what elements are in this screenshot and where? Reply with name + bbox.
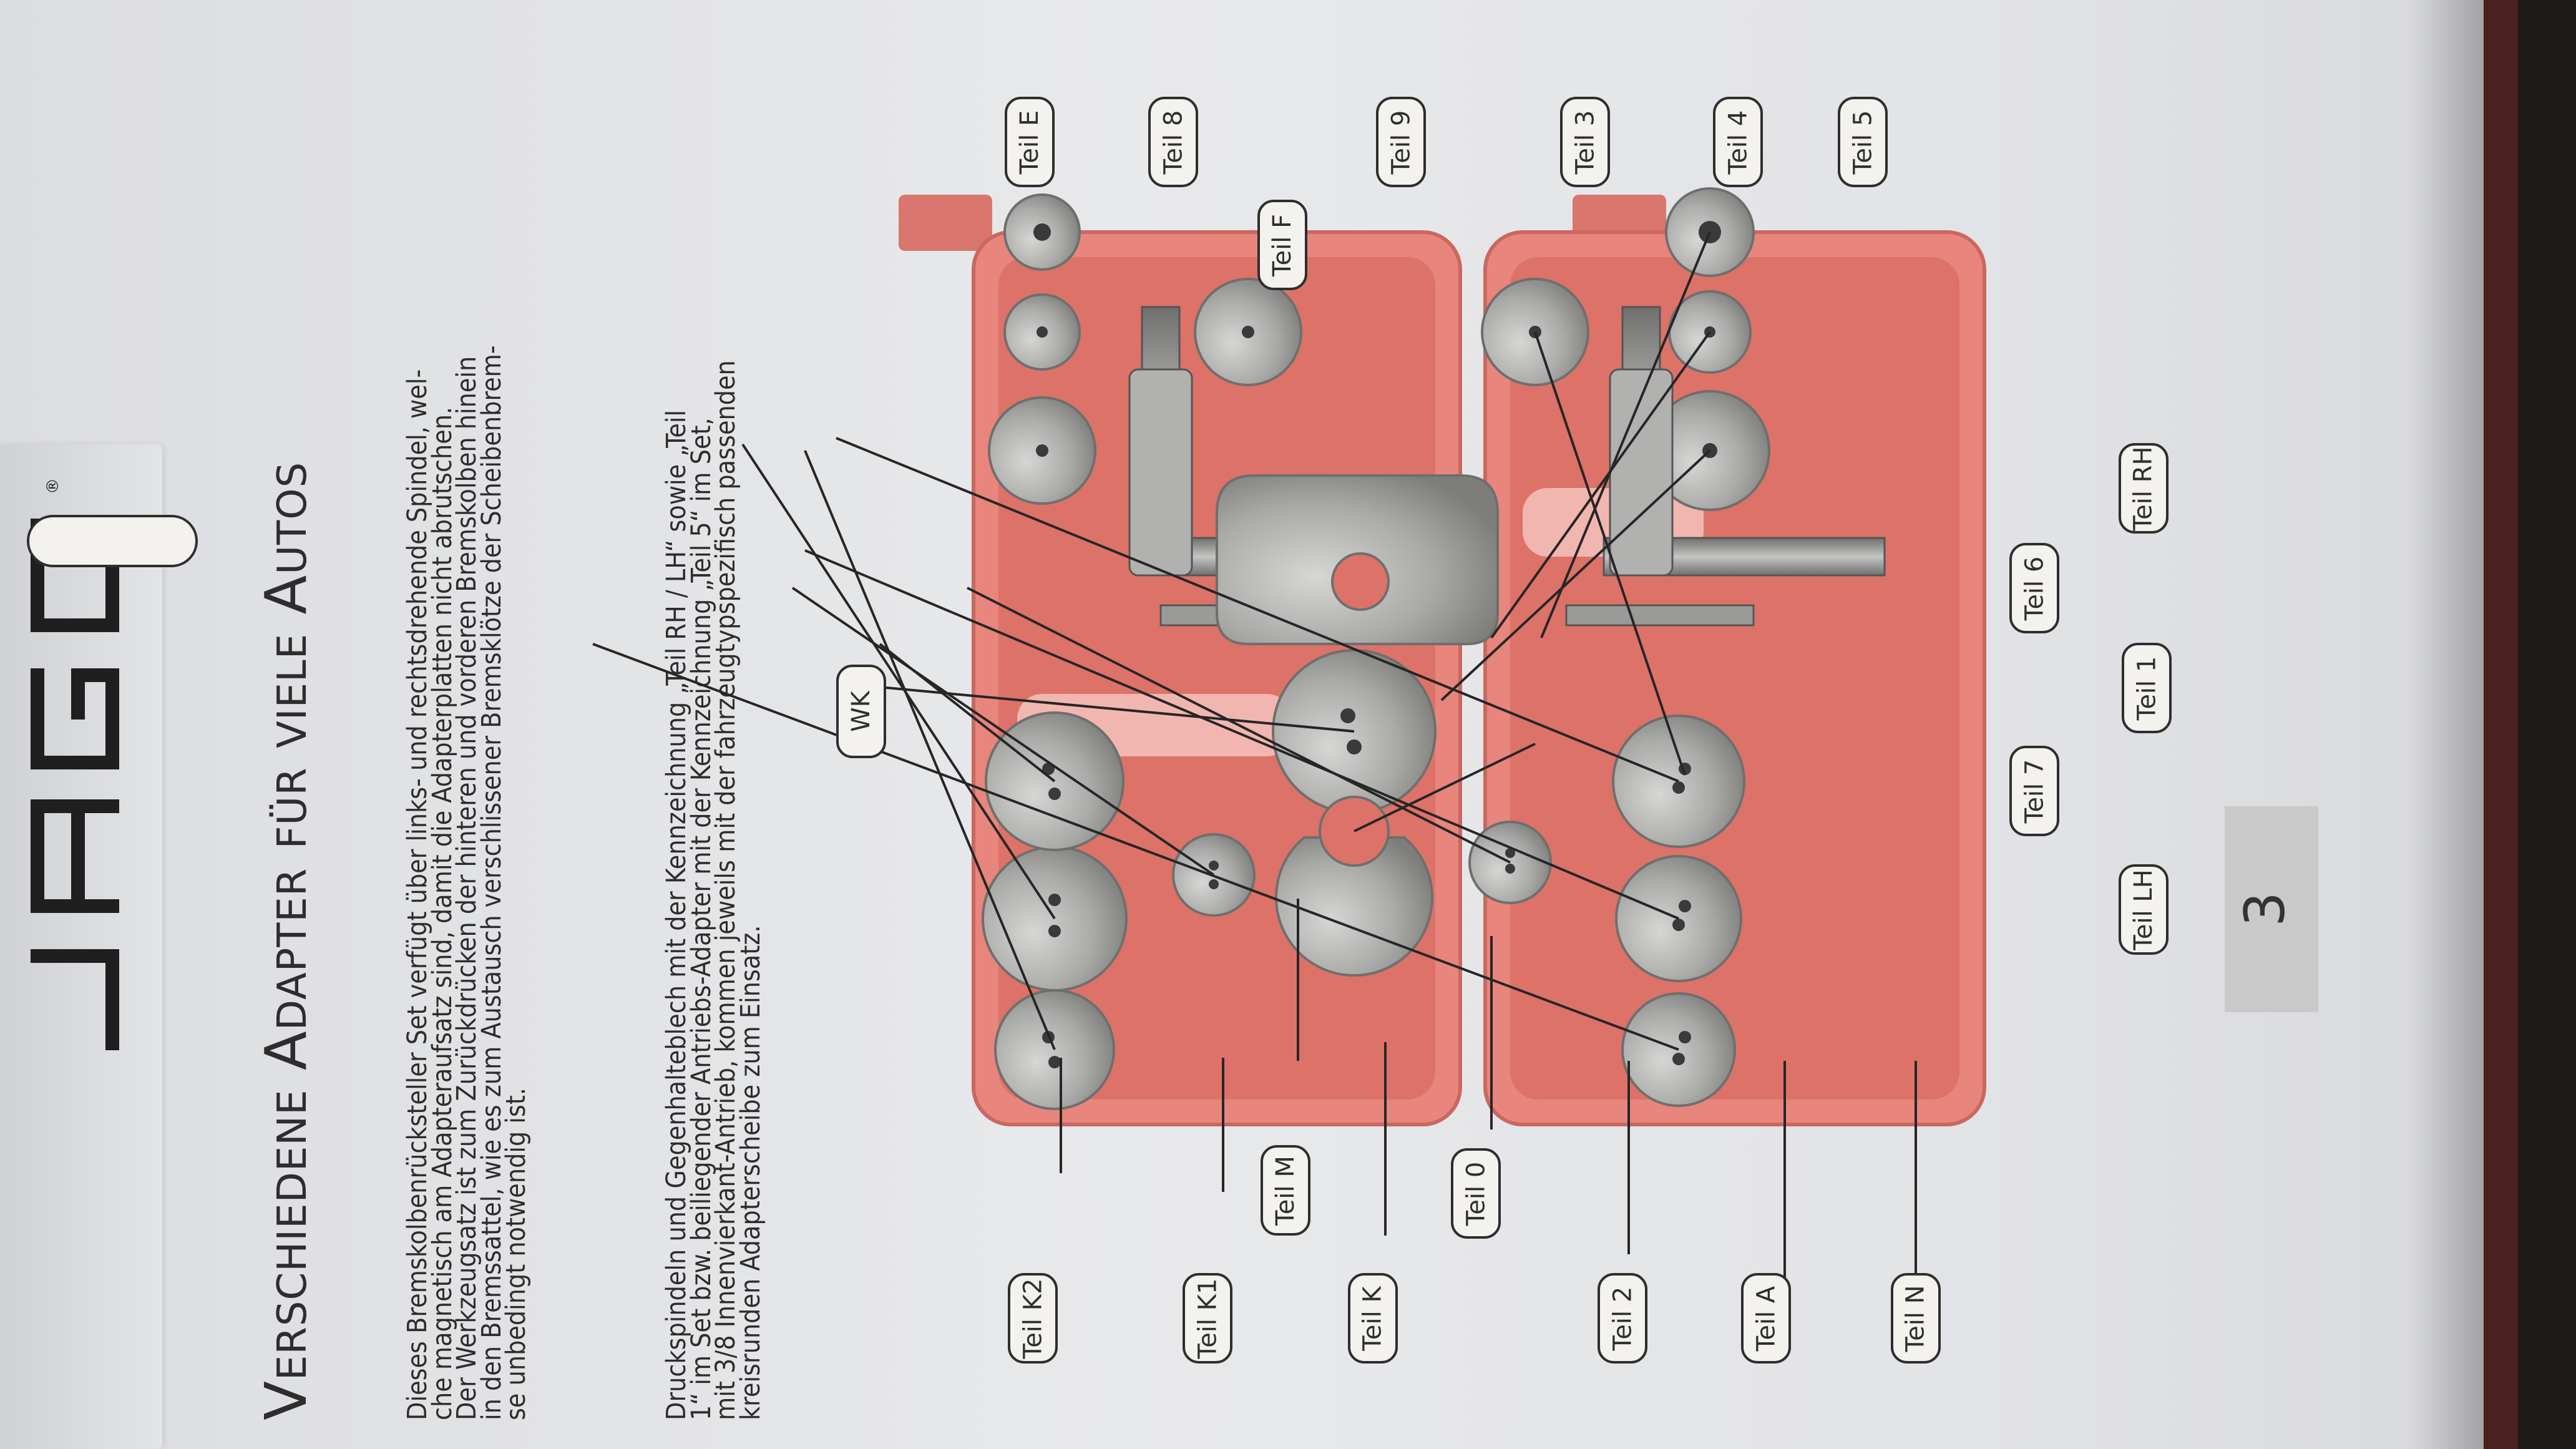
label-teil-6: Teil 6 <box>2009 543 2059 633</box>
leader-lines <box>592 232 1711 1051</box>
label-teil-m: Teil M <box>1261 1145 1310 1236</box>
label-teil-e <box>27 515 198 567</box>
label-wk: WK <box>836 665 886 758</box>
labels <box>27 515 198 567</box>
label-teil-1: Teil 1 <box>2122 643 2172 733</box>
background-edge-red <box>2484 0 2518 1449</box>
label-teil-3: Teil 3 <box>1560 97 1610 187</box>
wk-plate <box>1275 836 1433 977</box>
label-teil-n: Teil N <box>1891 1273 1941 1364</box>
label-teil-2: Teil 2 <box>1598 1273 1647 1364</box>
label-teil-k1: Teil K1 <box>1183 1273 1232 1364</box>
counter-plate <box>1216 474 1499 645</box>
label-teil-0: Teil 0 <box>1451 1148 1501 1239</box>
label-teil-f: Teil F <box>1257 200 1307 290</box>
label-teil-7: Teil 7 <box>2009 746 2059 836</box>
label-teil-e: Teil E <box>1005 97 1055 187</box>
label-teil-8: Teil 8 <box>1148 97 1198 187</box>
label-teil-k2: Teil K2 <box>1008 1273 1058 1364</box>
page-shadow <box>2409 0 2484 1449</box>
label-teil-rh: Teil RH <box>2119 443 2169 534</box>
spindle-rh <box>1565 306 1886 627</box>
label-teil-lh: Teil LH <box>2119 864 2169 955</box>
label-teil-a: Teil A <box>1741 1273 1791 1364</box>
background-edge-dark <box>2518 0 2576 1449</box>
label-teil-9: Teil 9 <box>1376 97 1426 187</box>
label-teil-5: Teil 5 <box>1838 97 1888 187</box>
label-teil-4: Teil 4 <box>1713 97 1763 187</box>
label-teil-k: Teil K <box>1348 1273 1398 1364</box>
